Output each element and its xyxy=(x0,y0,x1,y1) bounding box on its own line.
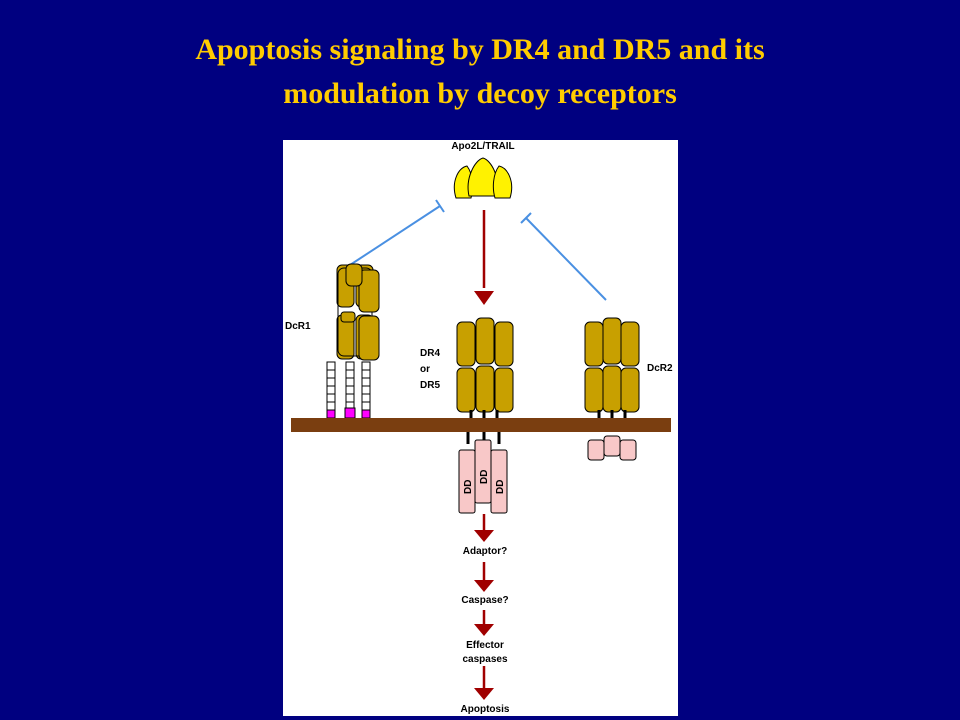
ligand-label: Apo2L/TRAIL xyxy=(451,141,514,152)
dr-label-line-3: DR5 xyxy=(420,380,440,391)
trail-ligand-trimer xyxy=(453,157,513,199)
dr-label-line-1: DR4 xyxy=(420,348,440,359)
cascade-arrow-1 xyxy=(474,514,494,542)
dcr1-label: DcR1 xyxy=(285,321,311,332)
death-domain-label-2: DD xyxy=(479,470,490,484)
cascade-arrows xyxy=(474,514,494,700)
dr-label-line-2: or xyxy=(420,364,430,375)
dr-death-domains xyxy=(458,439,508,514)
slide-title-line-1: Apoptosis signaling by DR4 and DR5 and i… xyxy=(195,33,765,66)
dcr1-gpi-anchors xyxy=(326,407,371,419)
inhibition-line-dcr2 xyxy=(520,212,607,301)
cascade-arrow-3 xyxy=(474,610,494,636)
cascade-step-adaptor: Adaptor? xyxy=(463,546,507,557)
activation-arrow-ligand-to-dr xyxy=(474,210,494,305)
cascade-arrow-4 xyxy=(474,666,494,700)
pathway-diagram-svg: Apo2L/TRAIL DcR1 xyxy=(285,141,673,715)
dcr1-receptor xyxy=(336,263,380,361)
inhibition-line-dcr1 xyxy=(349,199,445,266)
dcr2-label: DcR2 xyxy=(647,363,673,374)
plasma-membrane xyxy=(291,418,671,432)
dcr2-truncated-domains xyxy=(587,435,637,461)
pathway-diagram: Apo2L/TRAIL DcR1 xyxy=(283,140,678,716)
death-domain-label-1: DD xyxy=(463,480,474,494)
cascade-arrow-2 xyxy=(474,562,494,592)
cascade-step-caspase: Caspase? xyxy=(461,595,508,606)
dr4-dr5-receptor xyxy=(456,317,514,413)
slide-title-line-2: modulation by decoy receptors xyxy=(283,77,677,110)
cascade-step-effector-line-2: caspases xyxy=(462,654,507,665)
cascade-step-effector-line-1: Effector xyxy=(466,640,504,651)
slide-title: Apoptosis signaling by DR4 and DR5 and i… xyxy=(0,28,960,116)
death-domain-label-3: DD xyxy=(495,480,506,494)
dcr2-receptor xyxy=(584,317,640,413)
cascade-step-apoptosis: Apoptosis xyxy=(461,704,510,715)
dcr1-gpi-stalks xyxy=(326,361,371,411)
